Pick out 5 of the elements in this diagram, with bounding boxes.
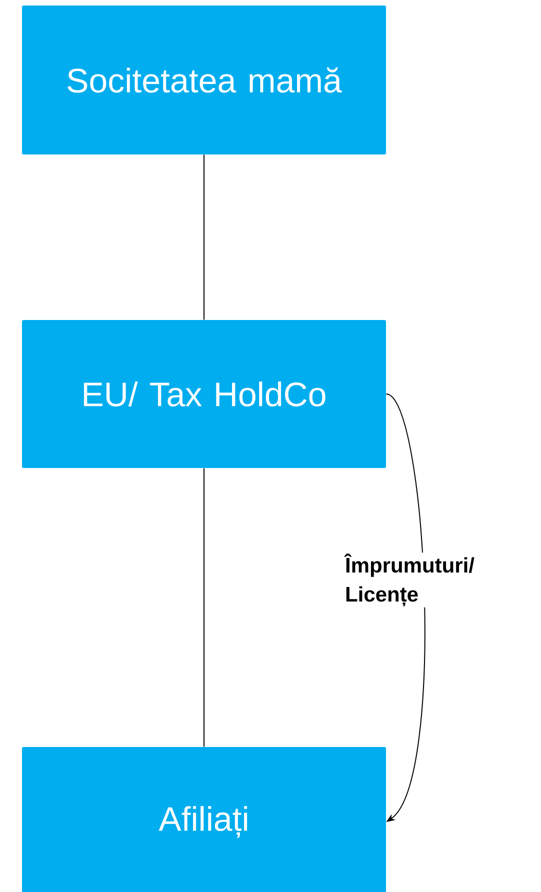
entity-box: Socitetatea mamă — [22, 6, 386, 155]
edge-label: Împrumuturi/ Licențe — [344, 552, 486, 608]
curved-arrow — [386, 394, 426, 822]
entity-box: Afiliați — [22, 747, 386, 892]
entity-box: EU/ Tax HoldCo — [22, 320, 386, 468]
